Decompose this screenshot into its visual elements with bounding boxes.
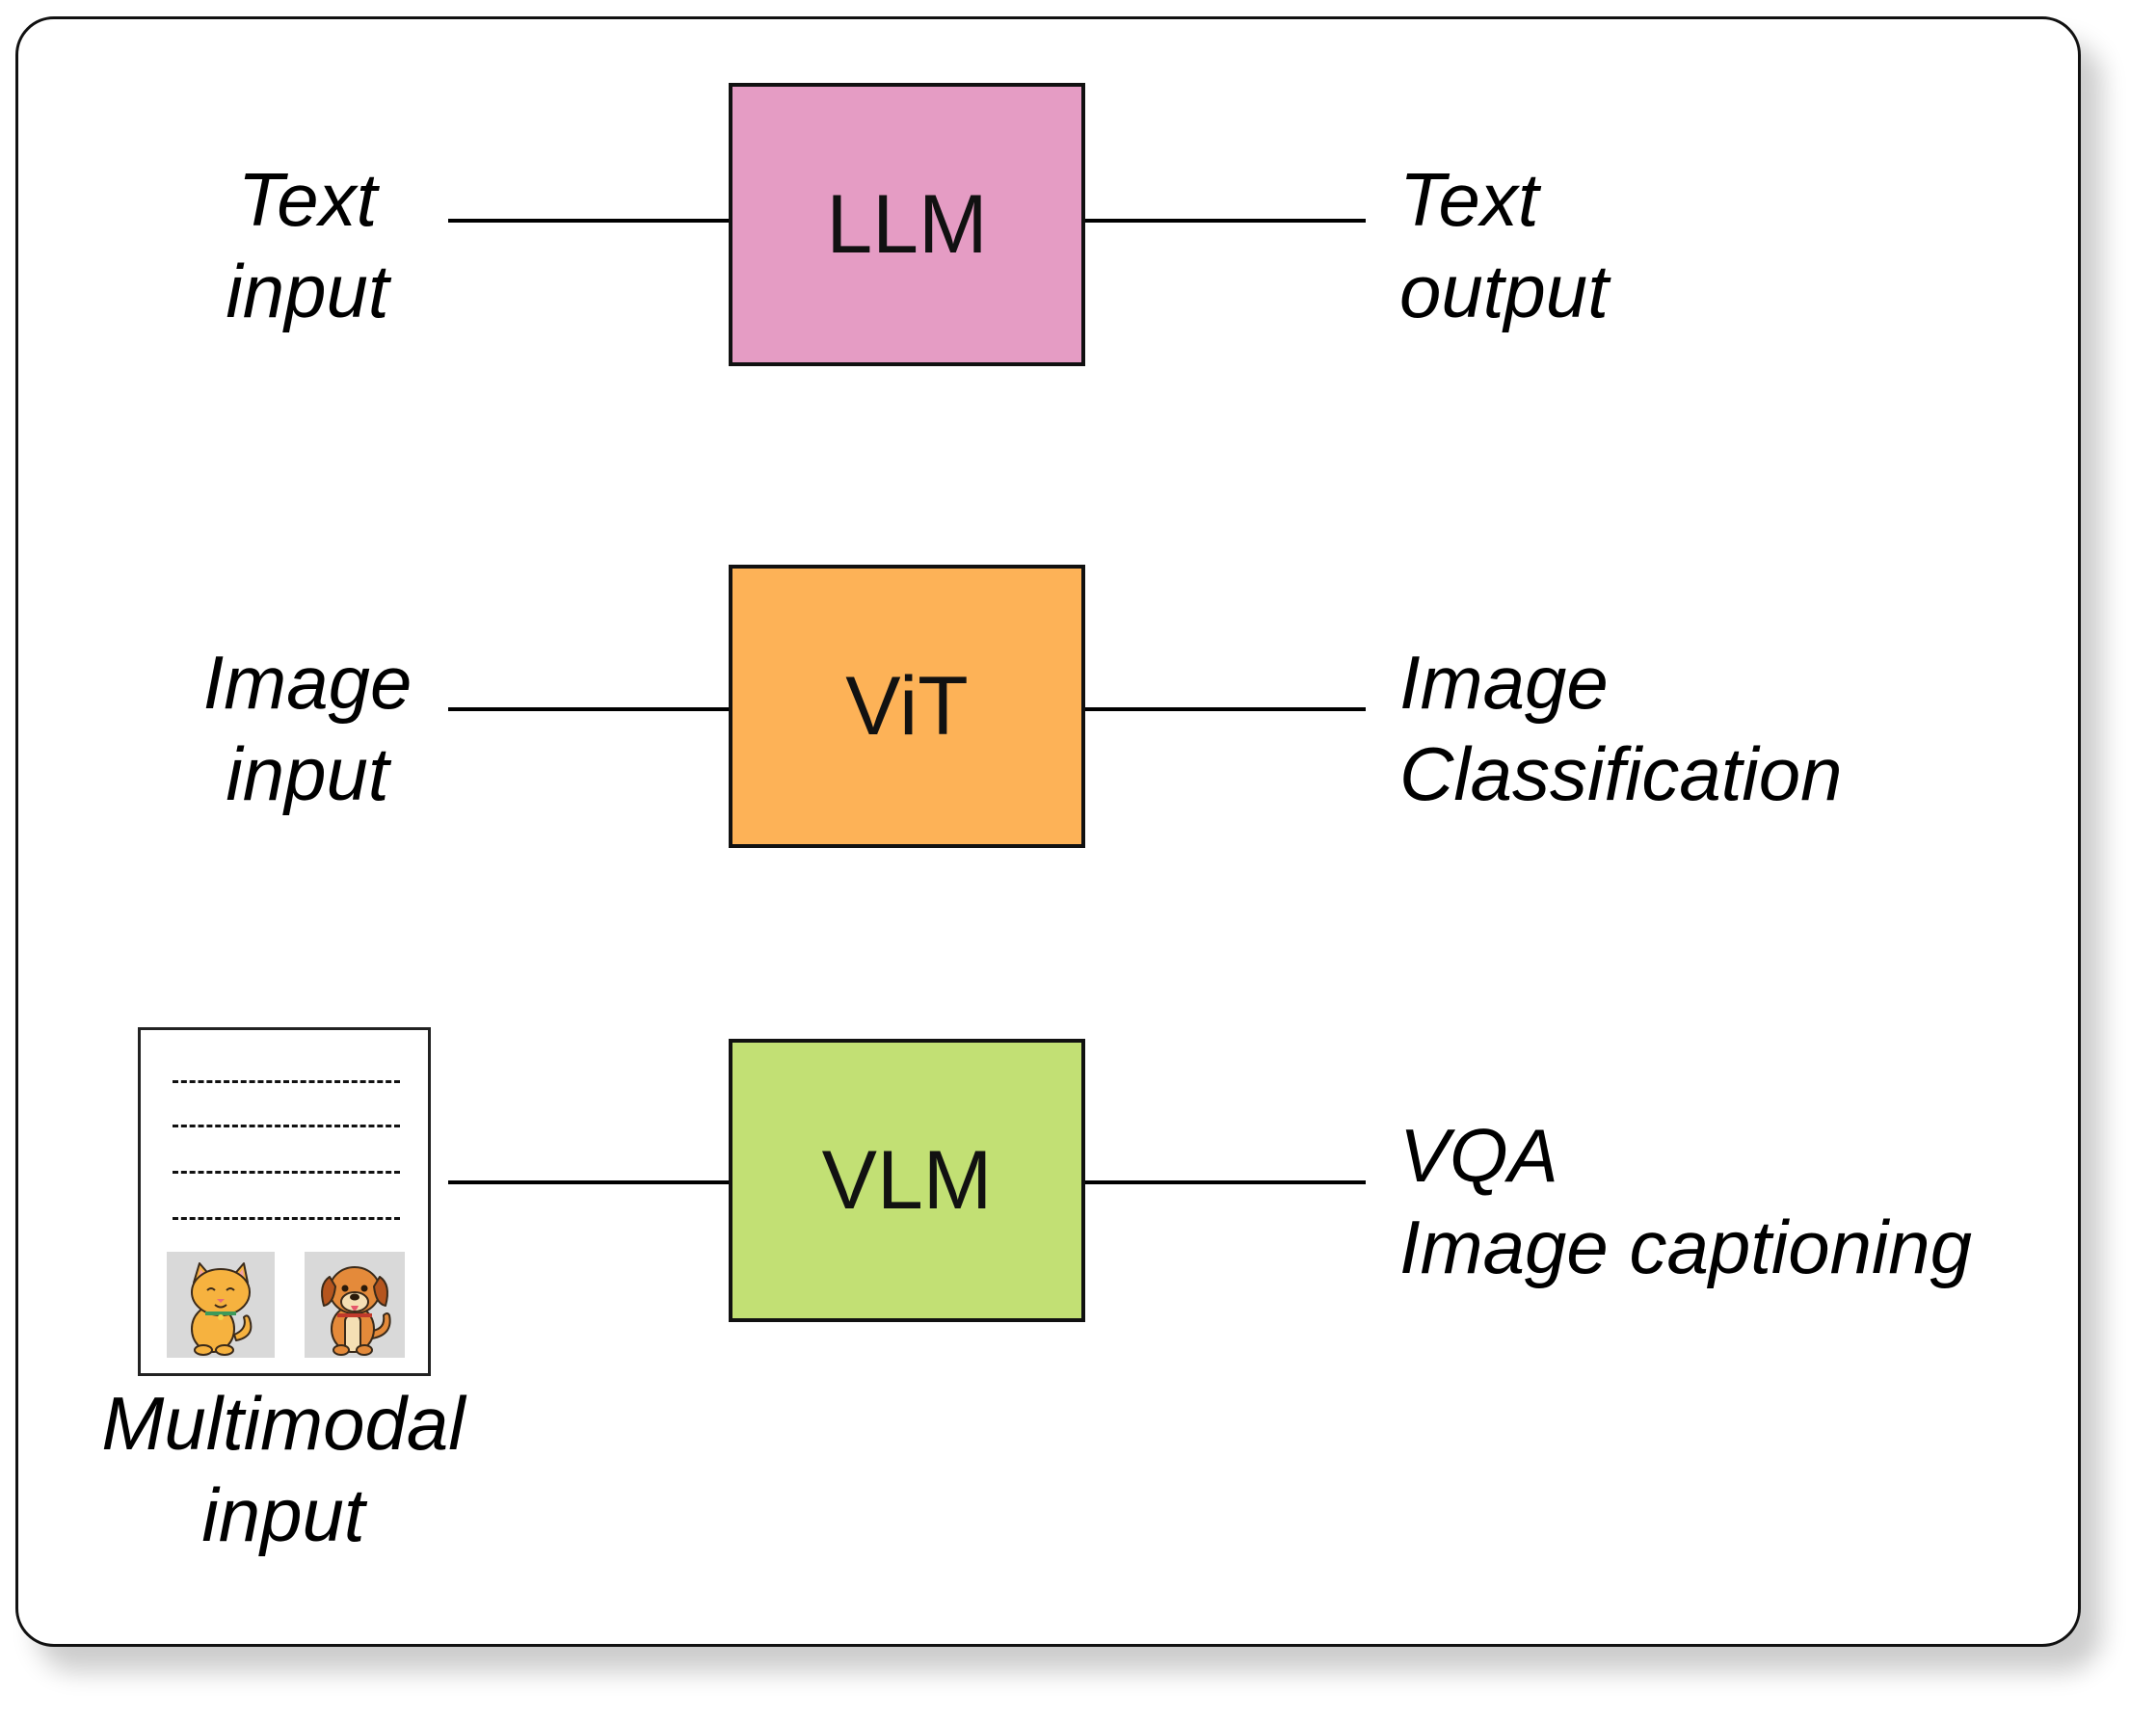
vlm-input-label-line-2: input — [201, 1472, 365, 1557]
vit-input-label-line-1: Image — [202, 640, 413, 725]
document-text-line — [173, 1080, 400, 1083]
vit-input-label: Image input — [177, 637, 438, 820]
llm-input-connector — [448, 219, 729, 223]
vlm-output-connector — [1085, 1180, 1366, 1184]
vit-input-connector — [448, 707, 729, 711]
vit-output-label: Image Classification — [1399, 637, 1843, 820]
vit-output-label-line-2: Classification — [1399, 731, 1843, 816]
cat-icon — [167, 1252, 275, 1358]
vit-input-label-line-2: input — [226, 731, 389, 816]
vlm-input-label: Multimodal input — [71, 1378, 495, 1561]
llm-output-label-line-2: output — [1399, 249, 1609, 333]
vit-box: ViT — [729, 565, 1085, 848]
document-text-line — [173, 1217, 400, 1220]
vlm-output-label-line-2: Image captioning — [1399, 1205, 1973, 1289]
llm-output-connector — [1085, 219, 1366, 223]
llm-box: LLM — [729, 83, 1085, 366]
vlm-box-label: VLM — [821, 1133, 993, 1227]
vit-output-connector — [1085, 707, 1366, 711]
document-text-line — [173, 1125, 400, 1127]
vlm-box: VLM — [729, 1039, 1085, 1322]
llm-box-label: LLM — [826, 177, 988, 271]
llm-input-label-line-2: input — [226, 249, 389, 333]
vlm-input-label-line-1: Multimodal — [101, 1381, 466, 1466]
vit-box-label: ViT — [845, 659, 969, 753]
document-text-line — [173, 1171, 400, 1174]
llm-input-label: Text input — [192, 154, 423, 337]
vit-output-label-line-1: Image — [1399, 640, 1609, 725]
multimodal-document-icon — [138, 1027, 431, 1376]
llm-output-label-line-1: Text — [1399, 157, 1539, 242]
vlm-input-connector — [448, 1180, 729, 1184]
llm-output-label: Text output — [1399, 154, 1609, 337]
vlm-output-label: VQA Image captioning — [1399, 1110, 1972, 1293]
vlm-output-label-line-1: VQA — [1399, 1113, 1558, 1198]
dog-icon — [305, 1252, 405, 1358]
diagram-frame: Text input LLM Text output Image input V… — [15, 16, 2081, 1647]
llm-input-label-line-1: Text — [237, 157, 378, 242]
